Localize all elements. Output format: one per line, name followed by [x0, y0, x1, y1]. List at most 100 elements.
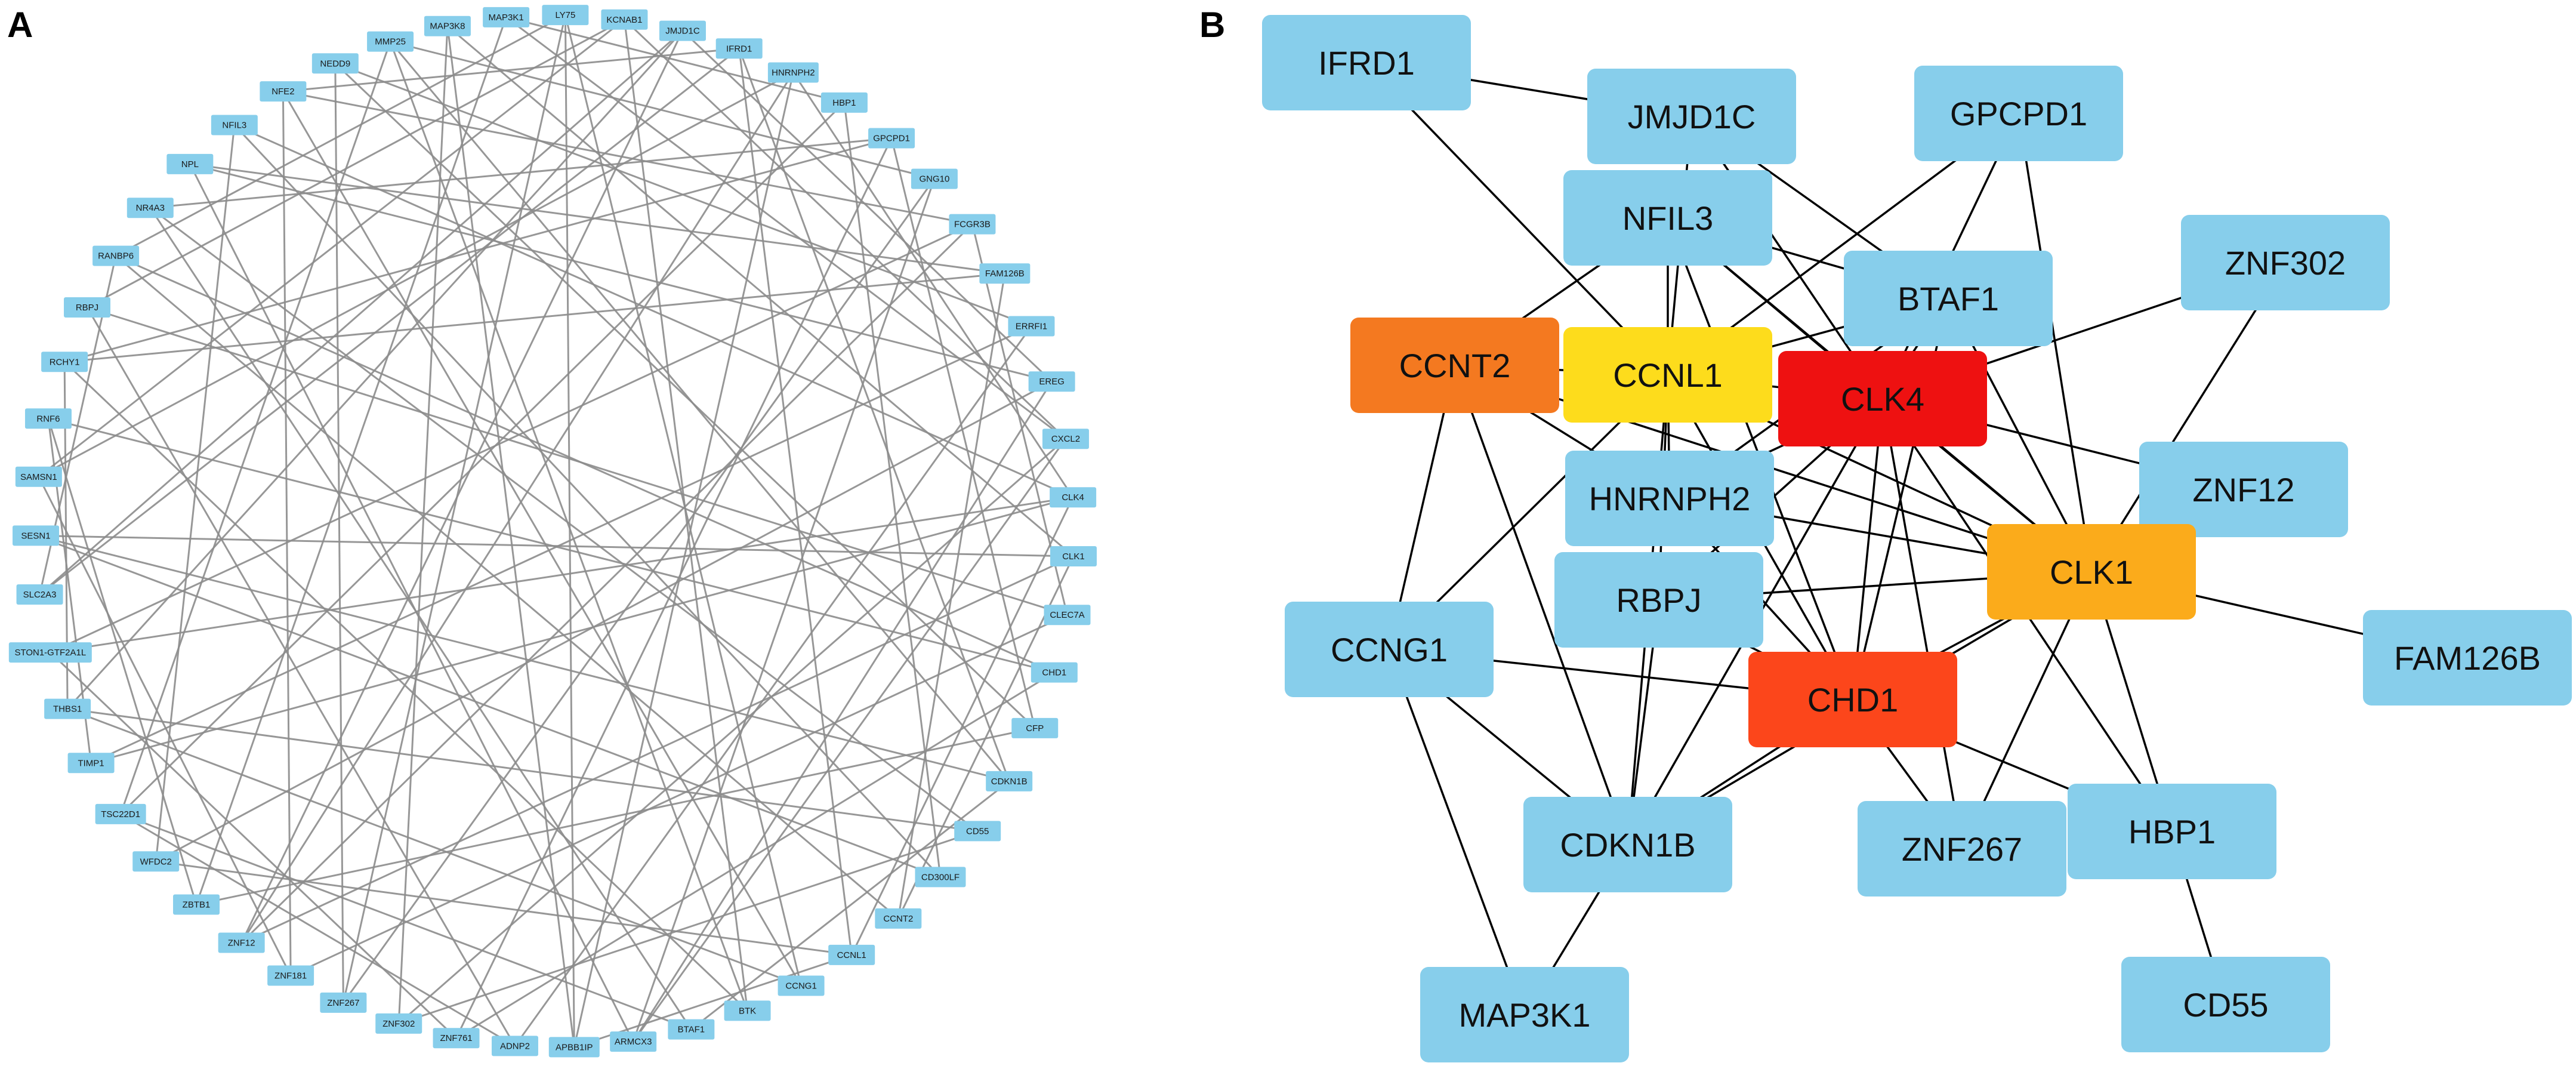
panel-a-edge: [505, 16, 845, 104]
panel-b-node-cdkn1b: CDKN1B: [1523, 797, 1732, 892]
panel-a-edge: [87, 306, 1068, 616]
panel-b-node-label: CDKN1B: [1560, 826, 1695, 864]
panel-a-node: CCNL1: [828, 944, 875, 965]
panel-b-node-label: ZNF302: [2225, 244, 2346, 282]
panel-a-node: CDKN1B: [986, 771, 1033, 791]
panel-b-node-hnrnph2: HNRNPH2: [1565, 451, 1774, 546]
panel-a-node: SAMSN1: [15, 466, 62, 487]
panel-b-node-label: GPCPD1: [1950, 95, 2087, 133]
panel-a-node: CLK4: [1050, 487, 1097, 508]
panel-a-node: ARMCX3: [610, 1031, 657, 1052]
panel-a-edge: [38, 19, 625, 477]
panel-a-node-box: [211, 115, 258, 135]
panel-a-node: MAP3K1: [483, 7, 530, 27]
panel-a-node-label: APBB1IP: [556, 1042, 593, 1052]
panel-a-edge: [156, 860, 852, 956]
panel-a-node-box: [260, 81, 307, 102]
panel-a-edge: [64, 137, 892, 363]
panel-a-edge: [67, 708, 802, 987]
panel-a-node-box: [424, 16, 471, 36]
panel-b-node-znf12: ZNF12: [2139, 442, 2348, 537]
panel-b-node-fam126b: FAM126B: [2363, 610, 2572, 706]
panel-a-node: RBPJ: [64, 297, 111, 318]
panel-a-node-box: [979, 263, 1031, 284]
panel-a-edge: [241, 555, 1074, 944]
panel-a-node-box: [875, 908, 922, 929]
panel-a-node-label: CXCL2: [1051, 434, 1080, 444]
panel-a-edge: [573, 72, 794, 1048]
panel-b-node-label: NFIL3: [1622, 199, 1714, 237]
panel-b-node-box: [1587, 69, 1796, 164]
panel-b-edge: [2017, 113, 2093, 572]
panel-a-node: JMJD1C: [659, 20, 706, 41]
panel-b-node-znf267: ZNF267: [1858, 801, 2066, 897]
panel-a-node-box: [1011, 717, 1059, 738]
panel-a-node-box: [1028, 371, 1075, 392]
panel-a-node-label: CD300LF: [921, 872, 960, 882]
panel-a-node-box: [1042, 429, 1089, 449]
panel-a-node: CXCL2: [1042, 429, 1089, 449]
panel-a-node: RCHY1: [41, 352, 88, 372]
panel-b-node-label: CLK1: [2050, 553, 2133, 591]
panel-a-edge: [196, 727, 1035, 905]
panel-a-node-label: RBPJ: [76, 303, 98, 313]
panel-b-node-map3k1: MAP3K1: [1420, 967, 1629, 1062]
panel-a-node-label: CHD1: [1042, 668, 1066, 678]
panel-a-edge: [282, 91, 802, 987]
panel-a-edge: [39, 48, 740, 596]
panel-a-edge: [64, 361, 748, 1012]
panel-a-edge: [47, 418, 198, 905]
panel-a-node-box: [16, 584, 63, 605]
panel-a-node-label: NFE2: [272, 87, 294, 97]
panel-a-node: HBP1: [820, 92, 868, 113]
panel-b-node-znf302: ZNF302: [2181, 215, 2390, 310]
panel-b-edge: [1454, 365, 1629, 845]
panel-a-edge: [50, 223, 973, 654]
panel-a-node-box: [724, 1000, 771, 1021]
panel-a-node-label: NFIL3: [222, 121, 246, 131]
panel-a-node: GPCPD1: [868, 128, 915, 149]
panel-a-node-box: [218, 932, 265, 953]
panel-a-edge: [50, 496, 1073, 654]
panel-a-node-box: [1050, 487, 1097, 508]
panel-a-edge: [455, 137, 893, 1039]
panel-a-node: STON1-GTF2A1L: [8, 642, 92, 663]
panel-a-node-label: HBP1: [832, 98, 856, 108]
panel-b-edge: [1881, 398, 1963, 849]
panel-a-node-box: [24, 408, 72, 429]
panel-b-node-box: [2363, 610, 2572, 706]
panel-a-node: CHD1: [1031, 662, 1078, 683]
panel-b-node-box: [1554, 552, 1763, 648]
panel-a-node: ZBTB1: [173, 894, 220, 915]
panel-b-node-box: [1987, 524, 2196, 620]
panel-a-node-label: GPCPD1: [873, 133, 910, 143]
panel-b-node-box: [1350, 318, 1559, 413]
panel-a-node-label: JMJD1C: [665, 26, 700, 36]
panel-b-node-box: [2121, 957, 2330, 1052]
panel-b-node-label: ZNF12: [2192, 471, 2294, 509]
panel-a-node-box: [601, 9, 648, 30]
panel-b-node-label: CHD1: [1807, 681, 1898, 719]
panel-a-node-box: [1044, 605, 1091, 626]
panel-b-edge: [1388, 649, 1526, 1015]
panel-a-node-label: GNG10: [919, 174, 949, 184]
panel-a-node-label: HNRNPH2: [772, 68, 815, 78]
panel-a-edge: [155, 125, 236, 862]
panel-b-node-box: [1748, 652, 1957, 747]
panel-a-edge: [398, 830, 978, 1025]
panel-a-node: KCNAB1: [601, 9, 648, 30]
panel-a-node: NR4A3: [127, 198, 174, 218]
panel-a-node-label: LY75: [555, 10, 575, 20]
panel-b-node-box: [1523, 797, 1732, 892]
panel-a-edge: [120, 813, 516, 1047]
panel-a-node: THBS1: [44, 698, 91, 719]
panel-a-node-box: [491, 1036, 538, 1056]
panel-a-node-label: TSC22D1: [101, 809, 140, 820]
panel-a-node: RANBP6: [92, 245, 140, 266]
panel-a-edge: [514, 325, 1032, 1047]
panel-a-edge: [91, 496, 1073, 764]
panel-a-node-box: [15, 466, 62, 487]
panel-a-node: CLEC7A: [1044, 605, 1091, 626]
panel-a-node-label: IFRD1: [726, 44, 752, 54]
